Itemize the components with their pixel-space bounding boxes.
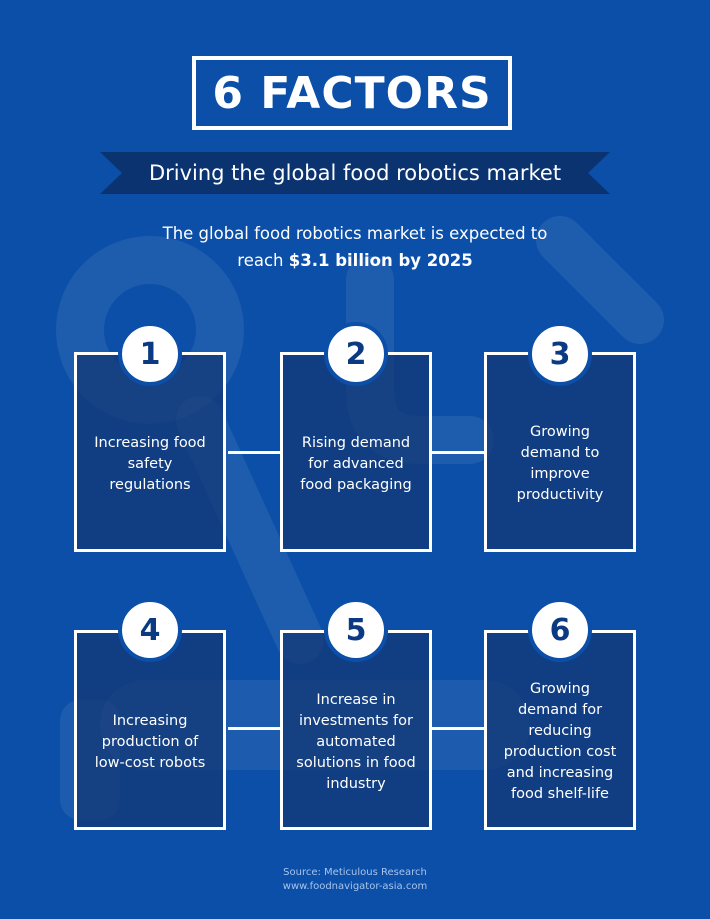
factor-card-3: Growing demand to improve productivity [484,352,636,552]
source-text: Source: Meticulous Research [283,867,427,878]
source-website: www.foodnavigator-asia.com [282,881,428,892]
subtitle-ribbon [100,152,610,194]
factor-text-3: Growing demand to improve productivity [516,424,604,503]
title-box: 6 FACTORS [192,56,512,130]
market-value-highlight: $3.1 billion by 2025 [288,251,473,270]
connector-1-2 [228,451,280,454]
factor-text-1: Increasing food safety regulations [94,434,206,493]
factor-text-2: Rising demand for advanced food packagin… [300,434,412,493]
subtitle-text: Driving the global food robotics market [148,161,562,185]
connector-2-3 [432,451,484,454]
connector-5-6 [432,727,484,730]
source-credit: Source: Meticulous Research www.foodnavi… [155,866,555,894]
factor-badge-3: 3 [528,322,592,386]
factor-text-5: Increase in investments for automated so… [296,691,416,792]
factor-text-4: Increasing production of low-cost robots [94,712,206,771]
factor-badge-1: 1 [118,322,182,386]
intro-line-1: The global food robotics market is expec… [162,224,548,243]
intro-text: The global food robotics market is expec… [80,220,630,274]
factor-badge-4: 4 [118,598,182,662]
page-title: 6 FACTORS [212,67,492,119]
factor-badge-6: 6 [528,598,592,662]
intro-line-2: reach $3.1 billion by 2025 [80,247,630,274]
factor-text-6: Growing demand for reducing production c… [503,681,617,802]
factor-card-4: Increasing production of low-cost robots [74,630,226,830]
connector-4-5 [228,727,280,730]
factor-badge-2: 2 [324,322,388,386]
factor-badge-5: 5 [324,598,388,662]
intro-prefix: reach [237,251,289,270]
factor-card-5: Increase in investments for automated so… [280,630,432,830]
